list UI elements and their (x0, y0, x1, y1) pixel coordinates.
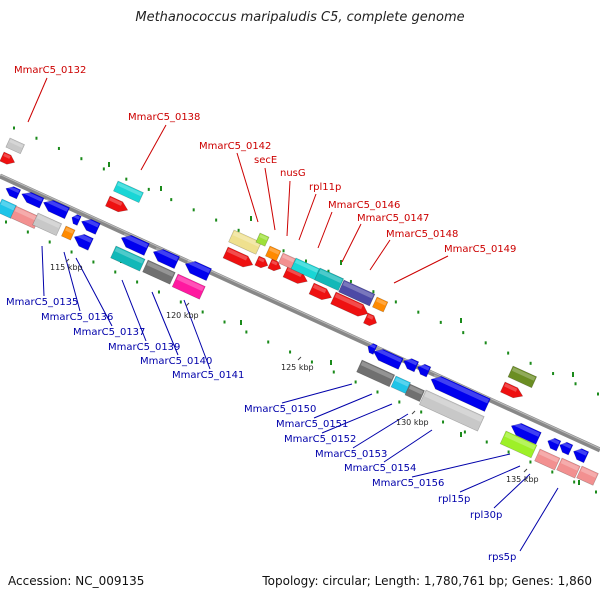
accession-text: Accession: NC_009135 (8, 574, 145, 588)
gene-feature (547, 437, 562, 452)
gene-feature (430, 374, 491, 412)
genome-summary-text: Topology: circular; Length: 1,780,761 bp… (262, 574, 592, 588)
gene-feature (390, 375, 411, 394)
gene-feature (372, 296, 389, 313)
gene-feature (5, 185, 22, 200)
reverse-gene-label: MmarC5_0152 (284, 434, 356, 445)
forward-gene-label: MmarC5_0132 (14, 65, 86, 76)
gene-feature (417, 363, 432, 378)
reverse-gene-label: MmarC5_0156 (372, 478, 444, 489)
genome-backbone-highlight (0, 174, 600, 449)
reverse-gene-label: MmarC5_0154 (344, 463, 416, 474)
position-tick-label: 130 kbp (396, 418, 429, 427)
gene-feature (43, 198, 71, 220)
gene-feature (142, 259, 176, 285)
gene-feature (222, 246, 254, 268)
gene-feature (308, 282, 332, 301)
gene-feature (105, 195, 129, 213)
gene-feature (356, 359, 396, 388)
gene-feature (21, 190, 45, 209)
gene-feature (363, 312, 378, 327)
reverse-gene-label: rps5p (488, 552, 516, 563)
gene-feature (404, 383, 425, 402)
gene-feature (254, 255, 269, 269)
gene-feature (0, 198, 17, 219)
gene-feature (120, 233, 150, 256)
gene-feature (507, 365, 538, 389)
gene-feature (338, 279, 376, 307)
forward-gene-label: MmarC5_0142 (199, 141, 271, 152)
gene-feature (510, 421, 542, 445)
gene-feature (171, 273, 206, 300)
gene-feature (10, 205, 41, 230)
position-tick-label: 120 kbp (166, 311, 199, 320)
reverse-gene-label: MmarC5_0153 (315, 449, 387, 460)
gene-features (0, 137, 599, 486)
gene-feature (228, 229, 262, 255)
gene-feature (418, 389, 485, 432)
forward-gene-label: secE (254, 155, 277, 166)
gene-feature (73, 232, 94, 251)
forward-gene-label: MmarC5_0149 (444, 244, 516, 255)
forward-gene-label: MmarC5_0147 (357, 213, 429, 224)
position-tick-label: 135 kbp (506, 475, 539, 484)
gene-feature (373, 347, 404, 370)
reverse-gene-label: MmarC5_0137 (73, 327, 145, 338)
gene-feature (499, 430, 538, 459)
reverse-gene-label: MmarC5_0141 (172, 370, 244, 381)
gene-feature (534, 448, 561, 471)
gene-feature (282, 265, 308, 284)
position-tick-label: 115 kbp (50, 263, 83, 272)
gene-feature (81, 217, 101, 235)
gene-feature (265, 245, 282, 262)
reverse-gene-label: rpl15p (438, 494, 470, 505)
gene-feature (576, 465, 599, 486)
gene-feature (559, 441, 574, 456)
reverse-gene-label: rpl30p (470, 510, 502, 521)
gene-feature (267, 258, 282, 272)
gene-feature (184, 259, 213, 282)
gene-feature (5, 137, 25, 155)
gene-feature (113, 180, 144, 204)
gene-feature (61, 225, 76, 241)
forward-gene-label: MmarC5_0148 (386, 229, 458, 240)
genome-backbone (0, 173, 600, 453)
gene-feature (330, 291, 369, 317)
reverse-gene-label: MmarC5_0140 (140, 356, 212, 367)
gc-content-ticks (5, 126, 599, 494)
gene-feature (110, 245, 146, 272)
map-title: Methanococcus maripaludis C5, complete g… (135, 10, 465, 25)
reverse-gene-label: MmarC5_0150 (244, 404, 316, 415)
gene-feature (556, 457, 581, 479)
gene-feature (152, 247, 181, 270)
gene-feature (573, 447, 590, 464)
forward-gene-label: MmarC5_0146 (328, 200, 400, 211)
gene-feature (32, 212, 63, 237)
gene-feature (71, 214, 82, 226)
forward-gene-label: nusG (280, 168, 306, 179)
gene-feature (314, 267, 345, 292)
reverse-gene-label: MmarC5_0135 (6, 297, 78, 308)
position-tick-labels: 115 kbp 120 kbp 125 kbp 130 kbp 135 kbp (50, 258, 539, 484)
forward-gene-label: MmarC5_0138 (128, 112, 200, 123)
forward-gene-label: rpl11p (309, 182, 341, 193)
position-tick-label: 125 kbp (281, 363, 314, 372)
gene-feature (403, 357, 420, 373)
reverse-gene-label: MmarC5_0139 (108, 342, 180, 353)
gene-feature (0, 151, 16, 165)
gene-feature (367, 343, 378, 355)
gene-feature (500, 381, 524, 399)
reverse-gene-label: MmarC5_0136 (41, 312, 113, 323)
gene-feature (255, 232, 270, 247)
reverse-gene-label: MmarC5_0151 (276, 419, 348, 430)
